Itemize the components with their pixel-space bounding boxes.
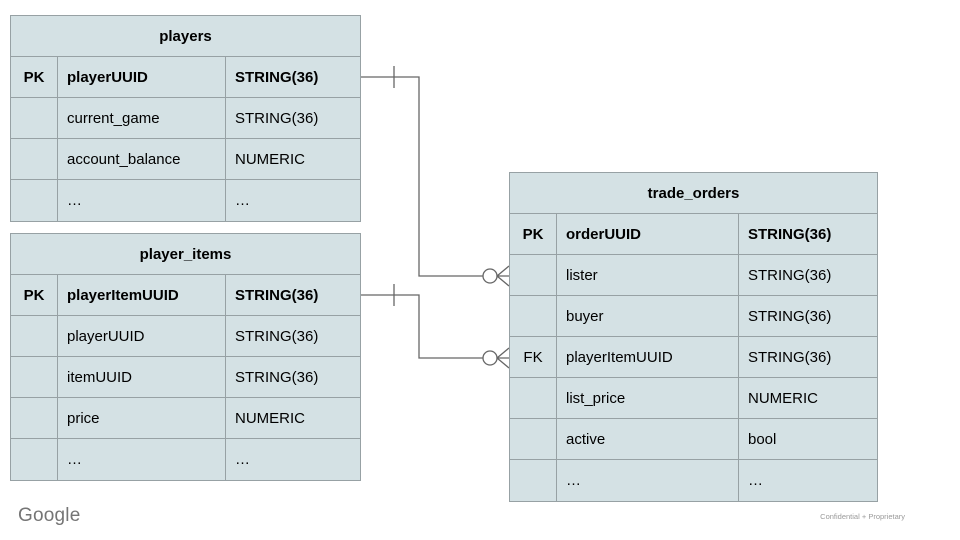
cell-key: PK: [11, 275, 58, 315]
cell-key: [11, 98, 58, 138]
cell-key: [510, 460, 557, 501]
cell-field: playerItemUUID: [557, 337, 739, 377]
cell-key: [11, 439, 58, 480]
cell-key: [11, 316, 58, 356]
cell-key: PK: [510, 214, 557, 254]
cell-field: …: [58, 180, 226, 221]
cell-type: STRING(36): [235, 327, 319, 345]
connector-line: [361, 294, 483, 359]
cell-type: STRING(36): [748, 348, 832, 366]
cardinality-many-icon: [496, 265, 510, 287]
cell-field: active: [557, 419, 739, 459]
cell-type: STRING(36): [235, 286, 319, 304]
table-row: list_price NUMERIC: [510, 378, 877, 419]
table-row: playerUUID STRING(36): [11, 316, 360, 357]
cell-key: [11, 398, 58, 438]
cell-type: NUMERIC: [748, 389, 818, 407]
cell-field: list_price: [557, 378, 739, 418]
cell-type: …: [748, 472, 763, 489]
table-row: ……: [11, 439, 360, 480]
cell-key: PK: [11, 57, 58, 97]
cell-field: lister: [557, 255, 739, 295]
table-row: lister STRING(36): [510, 255, 877, 296]
confidentiality-note: Confidential + Proprietary: [820, 512, 905, 521]
relationship-players-trade-orders: [361, 66, 510, 287]
cardinality-many-icon: [496, 347, 510, 369]
table-row: active bool: [510, 419, 877, 460]
google-logo: Google: [18, 505, 81, 526]
relationship-player-items-trade-orders: [361, 284, 510, 369]
cell-type: STRING(36): [748, 225, 832, 243]
cell-type: bool: [748, 430, 777, 448]
table-row: current_game STRING(36): [11, 98, 360, 139]
cell-key: [11, 357, 58, 397]
cell-field: playerUUID: [58, 316, 226, 356]
cell-field: …: [58, 439, 226, 480]
table-title-trade_orders: trade_orders: [510, 173, 877, 214]
cell-type: STRING(36): [748, 307, 832, 325]
cell-key: [510, 296, 557, 336]
cell-type: NUMERIC: [235, 150, 305, 168]
cell-field: buyer: [557, 296, 739, 336]
cell-key: [11, 180, 58, 221]
cell-type: STRING(36): [235, 368, 319, 386]
table-title-players: players: [11, 16, 360, 57]
cell-key: [510, 419, 557, 459]
connector-line: [361, 76, 483, 277]
cell-key: FK: [510, 337, 557, 377]
cardinality-zero-icon: [482, 350, 498, 366]
cell-type: …: [235, 451, 250, 468]
cell-type: STRING(36): [235, 109, 319, 127]
cell-type: NUMERIC: [235, 409, 305, 427]
cell-field: itemUUID: [58, 357, 226, 397]
cell-key: [510, 378, 557, 418]
cell-type: …: [235, 192, 250, 209]
cell-field: playerItemUUID: [58, 275, 226, 315]
cardinality-zero-icon: [482, 268, 498, 284]
cell-type: STRING(36): [748, 266, 832, 284]
table-row: itemUUID STRING(36): [11, 357, 360, 398]
table-row: ……: [510, 460, 877, 501]
table-row: account_balance NUMERIC: [11, 139, 360, 180]
cell-type: STRING(36): [235, 68, 319, 86]
table-row: buyer STRING(36): [510, 296, 877, 337]
table-row: ……: [11, 180, 360, 221]
table-row: price NUMERIC: [11, 398, 360, 439]
cell-field: price: [58, 398, 226, 438]
cell-field: account_balance: [58, 139, 226, 179]
cell-key: [11, 139, 58, 179]
cell-field: current_game: [58, 98, 226, 138]
cell-field: …: [557, 460, 739, 501]
cell-field: orderUUID: [557, 214, 739, 254]
cell-field: playerUUID: [58, 57, 226, 97]
cell-key: [510, 255, 557, 295]
table-title-player_items: player_items: [11, 234, 360, 275]
